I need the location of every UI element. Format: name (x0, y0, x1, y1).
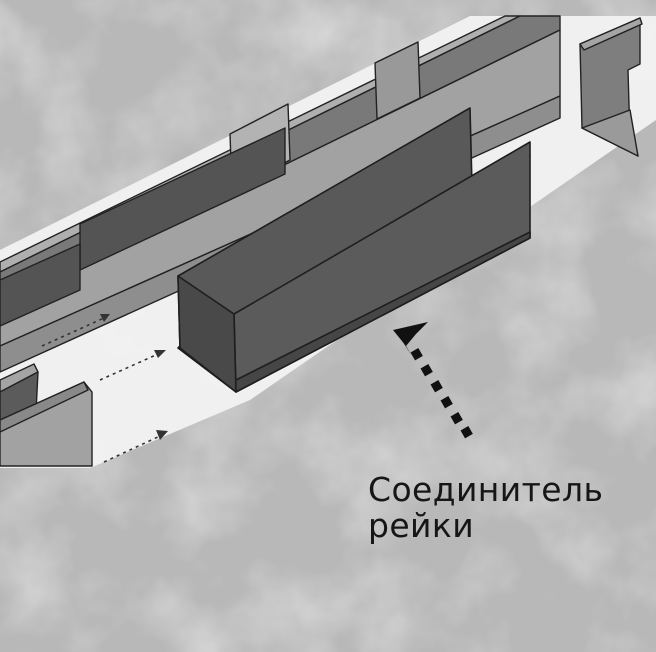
connector-caption: Соединитель рейки (368, 472, 648, 544)
rail-end-right (579, 17, 643, 157)
rail-segment-left (0, 363, 93, 467)
rail-connector (177, 107, 531, 393)
caption-line-2: рейки (368, 506, 475, 545)
insertion-guide-lines (41, 314, 168, 463)
caption-line-1: Соединитель (368, 470, 604, 509)
callout-arrow (393, 322, 473, 439)
